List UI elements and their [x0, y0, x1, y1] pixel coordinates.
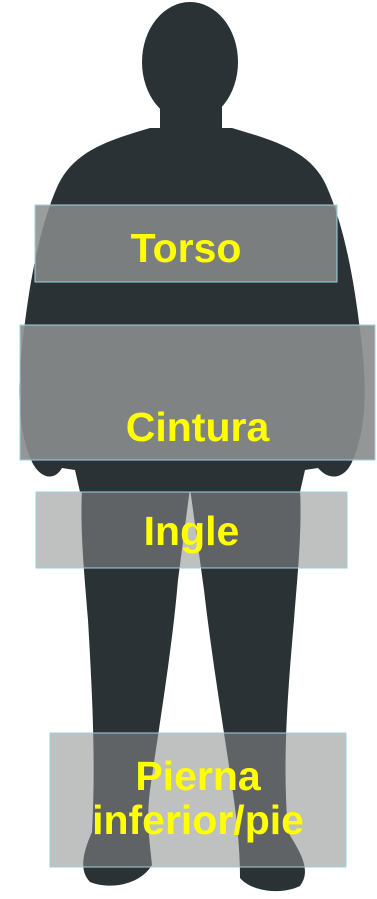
zone-label-cintura: Cintura	[125, 404, 270, 450]
zone-ingle-box	[35, 491, 348, 569]
zone-label-ingle: Ingle	[143, 508, 240, 554]
zone-boxes	[19, 204, 376, 868]
zone-torso-box	[34, 204, 338, 283]
zone-label-pierna: Pierna inferior/pie	[50, 754, 346, 842]
zone-cintura-box	[19, 324, 376, 461]
zone-label-pierna-line2: inferior/pie	[92, 797, 304, 843]
zone-label-torso: Torso	[130, 225, 242, 271]
zone-pierna-box	[49, 732, 347, 868]
silhouette-head	[142, 2, 238, 122]
zone-label-pierna-line1: Pierna	[135, 753, 261, 799]
